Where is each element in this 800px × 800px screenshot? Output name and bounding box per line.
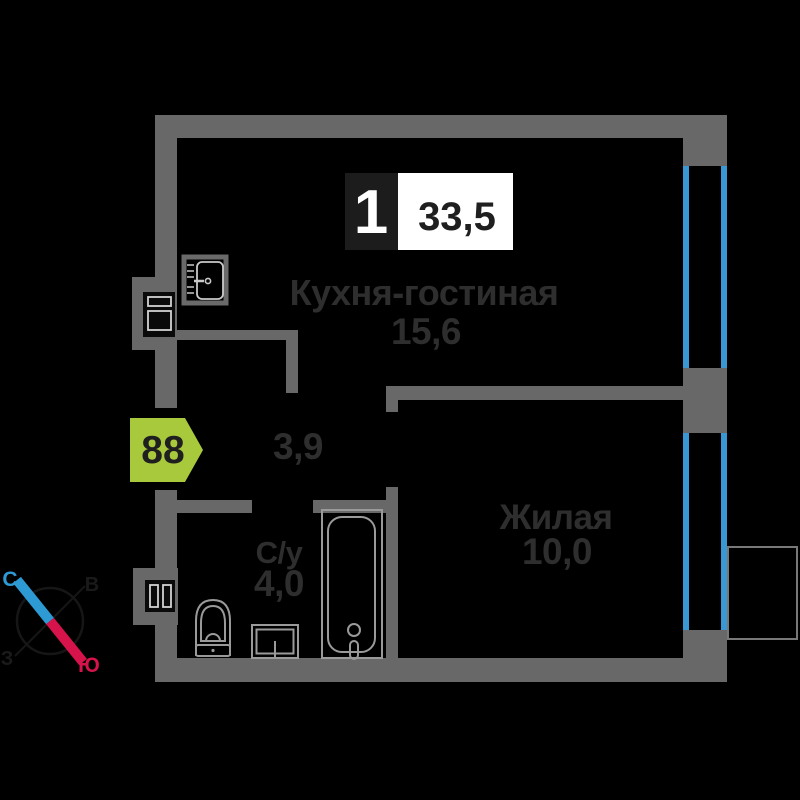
plan-badge: 1 33,5 — [345, 173, 513, 250]
partition-kitchen-horizontal — [177, 330, 298, 340]
bathtub-drain — [347, 623, 361, 637]
stove-icon — [143, 292, 175, 337]
total-area-badge — [398, 173, 513, 250]
compass-south-label: Ю — [78, 654, 100, 677]
unit-number-marker: 88 — [130, 418, 203, 482]
compass-west-label: З — [1, 648, 14, 670]
total-area-value: 33,5 — [418, 195, 496, 239]
wall-left-upper — [155, 138, 177, 408]
window-glass-line — [721, 166, 727, 368]
bathtub-faucet — [349, 640, 359, 660]
partition-livingroom-door-stub — [386, 400, 398, 412]
window-glass-line — [721, 433, 727, 630]
unit-number-value: 88 — [141, 429, 184, 472]
bathtub-inner — [327, 516, 376, 653]
partition-bathroom-right — [313, 500, 386, 513]
vent-duct — [149, 584, 159, 608]
balcony-outline — [727, 546, 798, 640]
compass-icon: С В З Ю — [1, 568, 100, 677]
toilet-bowl-outer — [195, 598, 231, 656]
partition-livingroom-horizontal — [386, 386, 683, 400]
kitchen-sink-counter — [181, 254, 229, 306]
toilet-seat-arc — [205, 633, 221, 642]
partition-bathroom-left — [155, 500, 252, 513]
toilet-bowl-inner — [200, 604, 226, 642]
compass-north-needle — [13, 576, 54, 625]
toilet-icon — [195, 598, 231, 657]
room-area-living: 10,0 — [522, 531, 592, 572]
room-label-bathroom: С/у — [256, 535, 304, 570]
kitchen-sink-drainer — [187, 264, 194, 294]
stove-panel — [147, 296, 172, 307]
kitchen-faucet-head — [204, 277, 212, 285]
window-glass-line — [683, 166, 689, 368]
vent-duct — [162, 584, 172, 608]
window-icon-living — [683, 433, 727, 630]
wall-right-bottom-pier — [683, 630, 727, 682]
window-icon-kitchen — [683, 166, 727, 368]
room-label-living: Жилая — [499, 498, 613, 537]
compass-east-label: В — [85, 574, 99, 596]
window-glass-line — [683, 433, 689, 630]
unit-marker-arrow — [130, 418, 203, 482]
room-area-hallway: 3,9 — [273, 426, 323, 467]
wall-top — [155, 115, 727, 138]
wall-right-mid-pier — [683, 368, 727, 433]
compass-south-needle — [46, 617, 87, 666]
room-label-kitchen-living: Кухня-гостиная — [290, 272, 559, 313]
bathtub-icon — [321, 509, 383, 660]
kitchen-sink-icon — [181, 254, 229, 306]
compass-circle — [15, 586, 85, 656]
vent-shaft-icon — [145, 580, 175, 612]
rooms-count-badge — [345, 173, 398, 250]
partition-livingroom-vertical — [386, 487, 398, 658]
partition-kitchen-vertical — [286, 340, 298, 393]
bathroom-sink-icon — [251, 624, 299, 659]
room-area-kitchen-living: 15,6 — [391, 311, 461, 352]
stove-oven — [147, 310, 172, 331]
toilet-base — [195, 644, 231, 657]
compass-north-label: С — [2, 568, 17, 591]
walls — [132, 115, 727, 682]
toilet-button — [211, 648, 215, 653]
wall-bottom — [155, 658, 683, 682]
room-area-bathroom: 4,0 — [254, 563, 304, 604]
wall-right-top-pier — [683, 115, 727, 166]
rooms-count-value: 1 — [354, 178, 388, 247]
